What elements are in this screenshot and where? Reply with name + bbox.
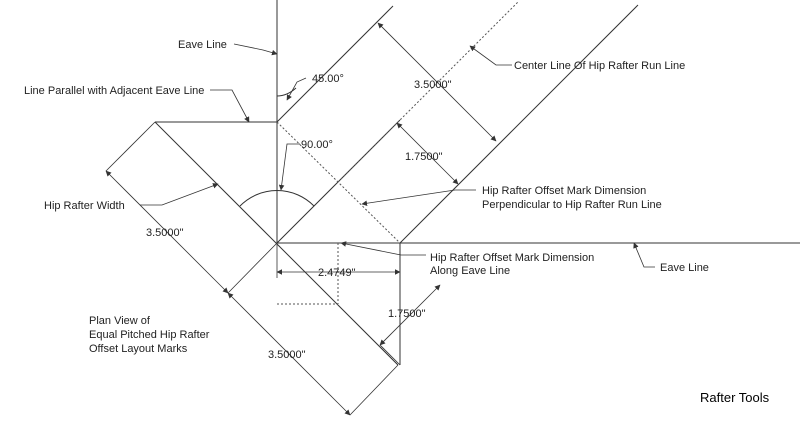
label-dim-width-left: 3.5000" [146,227,184,239]
leader-center-line [469,45,512,66]
label-line-parallel: Line Parallel with Adjacent Eave Line [24,85,204,97]
label-offset-perp-2: Perpendicular to Hip Rafter Run Line [482,199,662,211]
leader-hip-rafter-width [140,183,219,206]
leader-90 [278,143,300,191]
hip-rafter-edge-top [276,5,394,123]
label-offset-along-1: Hip Rafter Offset Mark Dimension [430,252,594,264]
labels: Eave Line Line Parallel with Adjacent Ea… [24,39,770,405]
label-dim-lower-offset: 1.7500" [388,308,426,320]
leader-eave-line-right [633,242,655,268]
dim-width-bottom-line [227,292,351,416]
label-plan-view-2: Equal Pitched Hip Rafter [89,329,210,341]
dim-width-top-line [377,22,497,142]
label-eave-line-right: Eave Line [660,262,709,274]
leader-offset-perp [361,189,476,207]
leader-parallel-eave [210,89,250,123]
dim-center-offset-line [396,122,459,185]
dim-width-left-line [105,170,229,294]
leader-45 [286,77,307,101]
ext-line-1 [105,121,156,172]
label-angle-45: 45.00° [312,73,344,85]
angle-arc-45 [276,87,297,97]
leader-offset-along [340,241,426,256]
label-angle-90: 90.00° [301,139,333,151]
center-line-dotted [276,121,401,244]
label-offset-along-2: Along Eave Line [430,265,510,277]
label-hip-rafter-width: Hip Rafter Width [44,200,125,212]
label-eave-line-top: Eave Line [178,39,227,51]
label-dim-width-top: 3.5000" [414,79,452,91]
dimension-lines [105,22,497,416]
ext-line-6 [379,344,401,366]
leader-eave-line-top [233,43,278,56]
label-dim-along-eave: 2.4749" [318,267,356,279]
brand-rafter-tools: Rafter Tools [700,390,770,405]
dim-lower-offset-line [379,284,441,346]
ext-line-2 [227,242,278,294]
label-plan-view-1: Plan View of [89,315,151,327]
label-dim-center-offset: 1.7500" [405,151,443,163]
label-plan-view-3: Offset Layout Marks [89,343,188,355]
ext-line-3 [349,364,399,416]
label-offset-perp-1: Hip Rafter Offset Mark Dimension [482,185,646,197]
geometry [154,0,800,366]
hip-rafter-edge-lower [399,4,639,244]
angle-arc-90 [239,190,315,207]
leaders [140,43,655,268]
label-dim-width-bottom: 3.5000" [268,349,306,361]
label-center-line: Center Line Of Hip Rafter Run Line [514,60,685,72]
